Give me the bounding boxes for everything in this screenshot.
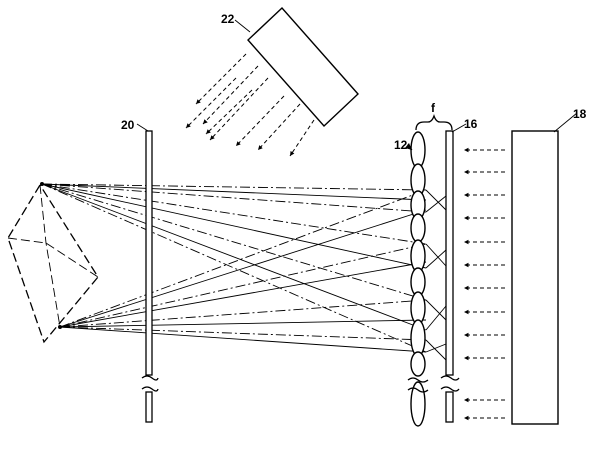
source-arrow-shaft	[257, 103, 301, 151]
backlight-arrow-head	[464, 215, 469, 221]
label-plate: 20	[121, 118, 135, 132]
source-arrow-head	[206, 129, 211, 134]
backlight-arrow-head	[464, 415, 469, 421]
lens-array-12	[407, 131, 429, 427]
backlight-arrow-head	[464, 355, 469, 361]
rays-from-upper-point	[41, 183, 427, 353]
source-arrows	[185, 53, 315, 157]
source-arrow-head	[186, 123, 191, 128]
label-focal-length: f	[431, 101, 436, 115]
backlight-arrow-head	[464, 262, 469, 268]
backlight-arrow-head	[464, 285, 469, 291]
screen-16	[440, 130, 460, 423]
label-screen: 16	[464, 117, 478, 131]
source-arrow-head	[210, 135, 215, 140]
leader-lines	[136, 19, 578, 151]
backlight-18	[511, 130, 559, 425]
backlight-arrow-head	[464, 192, 469, 198]
object-wireframe	[7, 184, 99, 344]
focal-length-brace	[415, 113, 453, 131]
backlight-arrow-head	[464, 239, 469, 245]
source-arrow-shaft	[195, 53, 247, 105]
backlight-arrow-head	[464, 397, 469, 403]
backlight-arrow-head	[464, 147, 469, 153]
label-source: 22	[221, 12, 235, 26]
backlight-arrow-head	[464, 332, 469, 338]
backlight-arrow-head	[464, 169, 469, 175]
source-arrow-shaft	[235, 95, 285, 147]
label-backlight: 18	[573, 107, 587, 121]
source-arrow-head	[258, 145, 263, 150]
source-arrow-head	[203, 119, 208, 124]
label-lens-array: 12	[394, 138, 408, 152]
light-source-22	[247, 6, 359, 128]
source-arrow-shaft	[202, 65, 259, 125]
source-arrow-head	[236, 141, 241, 146]
source-arrow-shaft	[185, 77, 237, 129]
source-arrow-head	[290, 151, 295, 156]
source-arrow-shaft	[205, 89, 253, 135]
plate-20	[141, 130, 159, 423]
backlight-arrow-head	[464, 309, 469, 315]
source-arrow-shaft	[209, 77, 269, 141]
backlight-arrows	[464, 147, 505, 421]
source-arrow-head	[196, 99, 201, 104]
source-arrow-shaft	[289, 119, 315, 157]
focused-rays	[425, 189, 447, 361]
rays-from-lower-point	[59, 189, 427, 353]
